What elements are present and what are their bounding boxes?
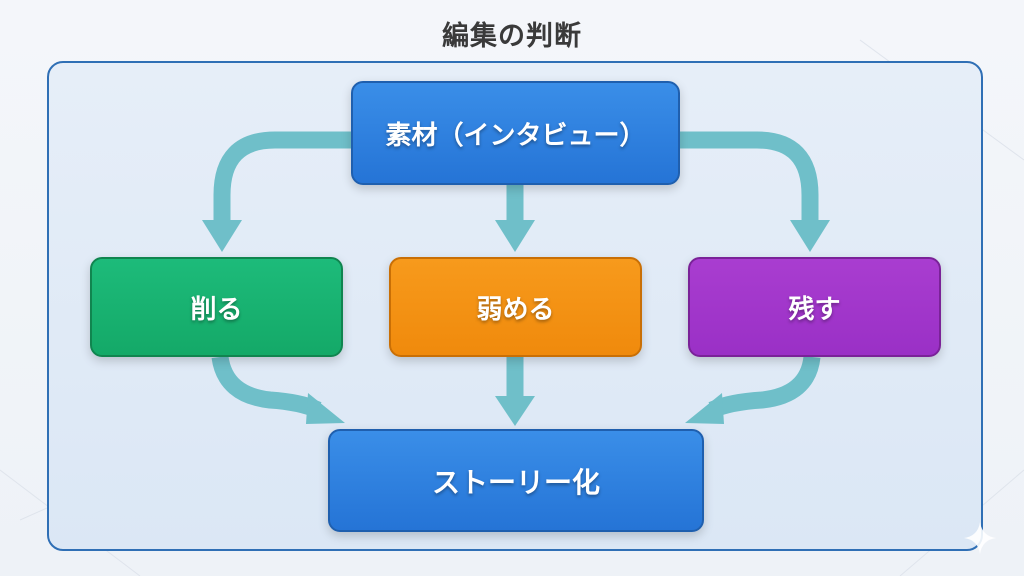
node-keep: 残す — [688, 257, 941, 357]
arrow-source-to-cut — [213, 131, 352, 222]
node-keep-label: 残す — [788, 294, 841, 325]
node-story: ストーリー化 — [328, 429, 704, 532]
arrowhead-keep — [790, 220, 830, 252]
arrow-keep-to-story — [708, 355, 821, 418]
arrowhead-story-right — [685, 393, 724, 424]
node-weaken-label: 弱める — [476, 294, 555, 325]
node-source-material: 素材（インタビュー） — [351, 81, 680, 185]
arrow-cut-to-story — [211, 355, 322, 418]
node-cut-label: 削る — [190, 294, 243, 325]
node-source-label: 素材（インタビュー） — [385, 120, 646, 151]
node-story-label: ストーリー化 — [431, 465, 600, 499]
arrow-source-to-keep — [680, 131, 819, 222]
arrowhead-story-center — [495, 396, 535, 426]
arrowhead-weaken — [495, 220, 535, 252]
diagram-title: 編集の判断 — [442, 21, 582, 52]
node-weaken: 弱める — [389, 257, 642, 357]
arrowhead-cut — [202, 220, 242, 252]
arrowhead-story-left — [306, 393, 345, 424]
sparkle-icon — [964, 522, 996, 554]
node-cut: 削る — [90, 257, 343, 357]
